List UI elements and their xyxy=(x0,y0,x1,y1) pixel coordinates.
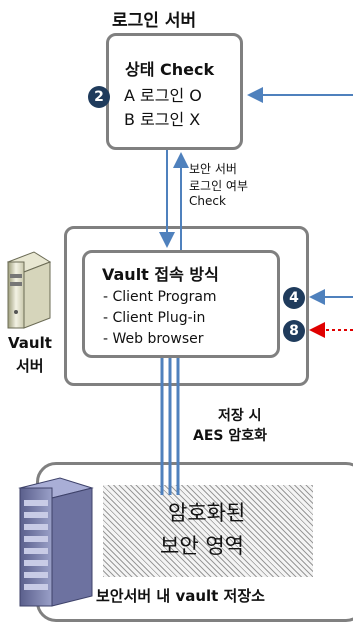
step-badge-4: 4 xyxy=(283,287,305,309)
encryption-label-line1: 저장 시 xyxy=(218,408,262,424)
vault-method-web-browser: - Web browser xyxy=(103,331,204,347)
encryption-label-line2: AES 암호화 xyxy=(193,428,267,444)
vault-access-method-box xyxy=(82,250,280,358)
encrypted-area xyxy=(103,485,313,577)
connector-label-line1: 보안 서버 xyxy=(189,162,237,176)
login-status-row-a: A 로그인 O xyxy=(124,86,202,105)
step-badge-8: 8 xyxy=(283,320,305,342)
vault-method-client-plugin: - Client Plug-in xyxy=(103,310,206,326)
vault-storage-caption: 보안서버 내 vault 저장소 xyxy=(96,587,265,605)
step-badge-2: 2 xyxy=(88,86,110,108)
encrypted-area-label-line1: 암호화된 xyxy=(168,501,246,525)
login-server-box xyxy=(106,33,243,150)
connector-label-line3: Check xyxy=(189,194,226,208)
vault-server-label-line2: 서버 xyxy=(16,357,44,375)
status-check-title: 상태 Check xyxy=(125,60,215,79)
server-rack-icon xyxy=(18,477,94,607)
vault-method-client-program: - Client Program xyxy=(103,289,217,305)
connector-label-line2: 로그인 여부 xyxy=(189,179,249,193)
pc-tower-icon xyxy=(6,251,52,329)
login-server-title: 로그인 서버 xyxy=(112,11,197,31)
vault-access-method-title: Vault 접속 방식 xyxy=(102,265,219,284)
login-status-row-b: B 로그인 X xyxy=(124,110,201,129)
encrypted-area-label-line2: 보안 영역 xyxy=(160,534,244,558)
vault-server-label-line1: Vault xyxy=(8,334,52,352)
